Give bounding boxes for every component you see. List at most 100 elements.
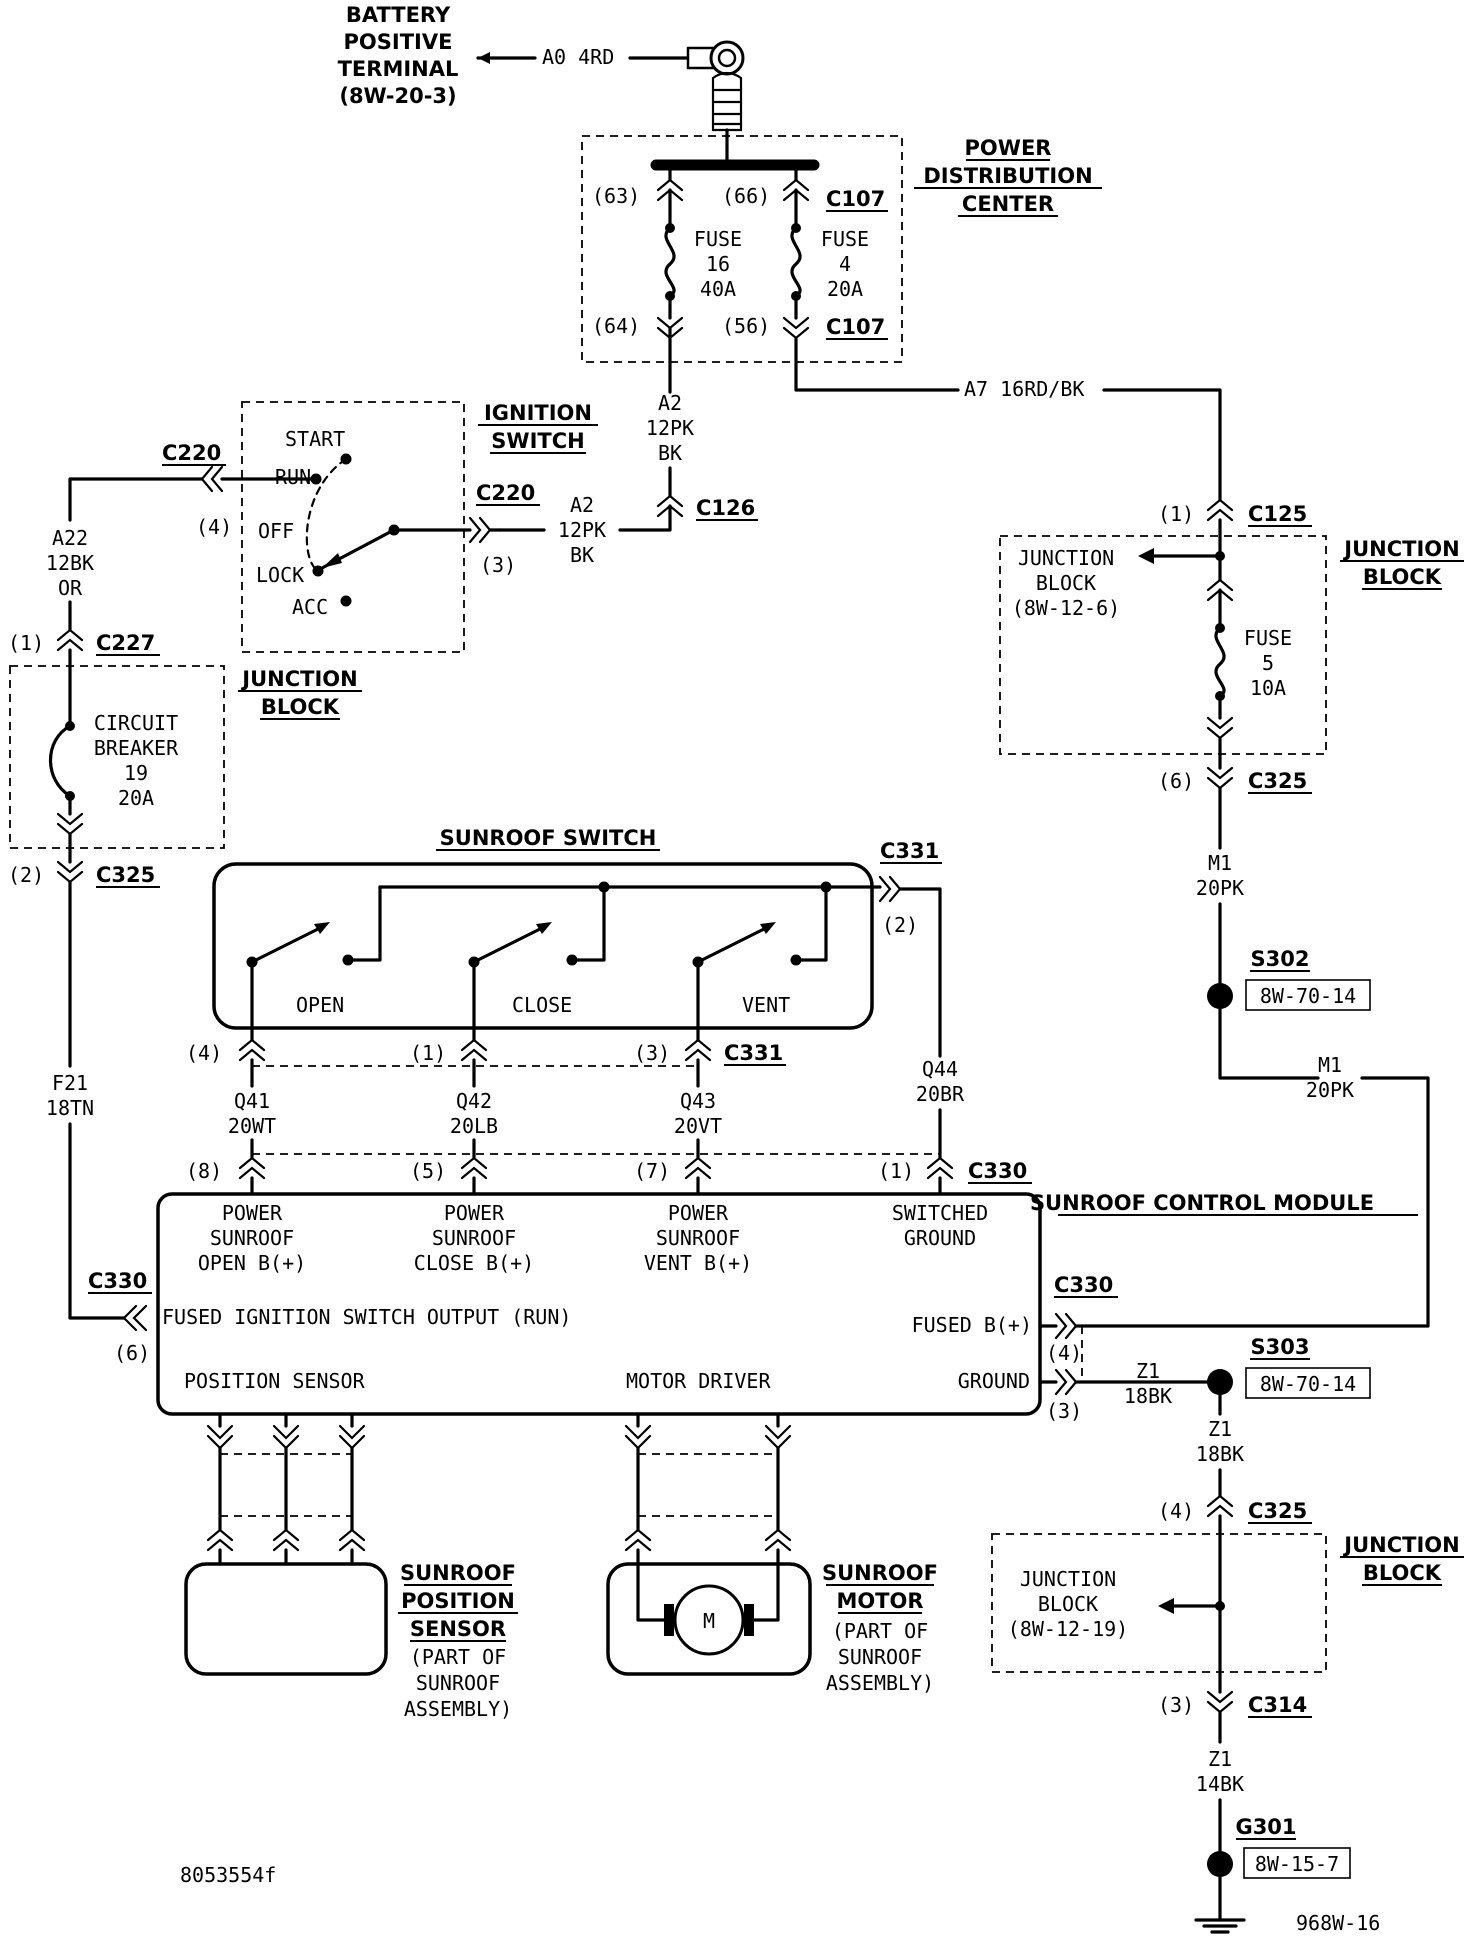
svg-text:Q43: Q43 <box>680 1089 716 1113</box>
switch-close-contact <box>468 922 552 1042</box>
ground-g301-dot <box>1207 1851 1233 1877</box>
sunroof-switch-title: SUNROOF SWITCH <box>436 826 660 851</box>
splice-s303: S303 8W-70-14 <box>1245 1335 1371 1399</box>
module-pin-vent-label: POWER SUNROOF VENT B(+) <box>644 1201 752 1275</box>
connector-c227: C227 <box>56 628 160 656</box>
svg-text:DISTRIBUTION: DISTRIBUTION <box>923 164 1092 188</box>
connector-c331-right: C331 <box>880 839 942 864</box>
connector-c314: C314 <box>1206 1690 1312 1718</box>
ignition-pos-acc: ACC <box>292 595 328 619</box>
jb-right-bottom-inner-label: JUNCTION BLOCK (8W-12-19) <box>1008 1567 1128 1641</box>
svg-text:Z1: Z1 <box>1208 1417 1232 1441</box>
wire-a7-label: A7 16RD/BK <box>964 377 1084 401</box>
wire-q41-label: Q41 20WT <box>228 1089 276 1138</box>
pin-64: (64) <box>592 314 640 338</box>
jb-right-top-inner-label: JUNCTION BLOCK (8W-12-6) <box>1012 546 1120 620</box>
svg-text:SUNROOF: SUNROOF <box>656 1226 740 1250</box>
svg-text:CIRCUIT: CIRCUIT <box>94 711 178 735</box>
pin-63: (63) <box>592 184 640 208</box>
svg-text:SWITCHED: SWITCHED <box>892 1201 988 1225</box>
c220-right-connector-icon <box>468 516 492 544</box>
svg-text:14BK: 14BK <box>1196 1772 1244 1796</box>
svg-text:(PART OF: (PART OF <box>410 1645 506 1669</box>
figure-id: 8053554f <box>180 1863 276 1887</box>
wire-a2-to-switch <box>618 504 672 532</box>
svg-text:A2: A2 <box>658 391 682 415</box>
splice-s302-dot <box>1207 983 1233 1009</box>
page-ref: 968W-16 <box>1296 1911 1380 1935</box>
svg-text:FUSE: FUSE <box>694 227 742 251</box>
c330-left-connector-icon <box>122 1304 148 1332</box>
svg-text:SUNROOF: SUNROOF <box>838 1645 922 1669</box>
svg-text:C107: C107 <box>826 315 885 339</box>
pin-3-c331: (3) <box>634 1041 670 1065</box>
module-pin-fused-b: FUSED B(+) <box>912 1313 1032 1337</box>
svg-text:G301: G301 <box>1235 1815 1296 1839</box>
fuse-4-label: FUSE 4 20A <box>821 227 869 301</box>
pin-1-c227: (1) <box>8 631 44 655</box>
motor-title: SUNROOF MOTOR <box>822 1561 938 1614</box>
svg-text:C330: C330 <box>968 1159 1027 1183</box>
fuse-16-label: FUSE 16 40A <box>694 227 742 301</box>
svg-text:C325: C325 <box>1248 1499 1307 1523</box>
connector-c325-right-bottom: C325 <box>1206 1494 1312 1524</box>
svg-text:MOTOR: MOTOR <box>836 1589 923 1613</box>
svg-text:FUSE: FUSE <box>821 227 869 251</box>
jb-right-bottom-title: JUNCTION BLOCK <box>1340 1533 1464 1586</box>
svg-text:S303: S303 <box>1251 1335 1310 1359</box>
fuse-16 <box>656 163 684 394</box>
pin-3-c330-right: (3) <box>1046 1399 1082 1423</box>
connector-c107-bottom: C107 <box>826 315 888 340</box>
svg-text:JUNCTION: JUNCTION <box>1018 546 1114 570</box>
svg-text:18BK: 18BK <box>1124 1384 1172 1408</box>
svg-text:Z1: Z1 <box>1136 1359 1160 1383</box>
svg-text:C314: C314 <box>1248 1693 1307 1717</box>
wire-m1-label-top: M1 20PK <box>1196 851 1244 900</box>
svg-text:BLOCK: BLOCK <box>1038 1592 1098 1616</box>
pin-5-c330: (5) <box>410 1159 446 1183</box>
connector-c330-left: C330 <box>88 1269 152 1294</box>
connector-c220-right: C220 <box>476 481 540 506</box>
circuit-breaker-label: CIRCUIT BREAKER 19 20A <box>94 711 179 810</box>
svg-text:JUNCTION: JUNCTION <box>1342 1533 1459 1557</box>
position-sensor-body <box>184 1562 388 1676</box>
pin-6-c325: (6) <box>1158 769 1194 793</box>
svg-text:M1: M1 <box>1318 1053 1342 1077</box>
svg-text:BK: BK <box>658 441 682 465</box>
svg-text:8W-70-14: 8W-70-14 <box>1260 1372 1356 1396</box>
module-pin-position-sensor: POSITION SENSOR <box>184 1369 366 1393</box>
svg-text:12BK: 12BK <box>46 551 94 575</box>
pin-1-c330: (1) <box>878 1159 914 1183</box>
svg-text:BK: BK <box>570 543 594 567</box>
svg-text:(8W-12-19): (8W-12-19) <box>1008 1617 1128 1641</box>
svg-text:C220: C220 <box>476 481 535 505</box>
svg-text:M: M <box>703 1609 715 1633</box>
connector-c330-right: C330 <box>1038 1273 1118 1396</box>
wire-a7-left <box>794 336 960 392</box>
svg-text:BREAKER: BREAKER <box>94 736 179 760</box>
motor-body <box>606 1562 812 1676</box>
svg-text:F21: F21 <box>52 1071 88 1095</box>
svg-text:A2: A2 <box>570 493 594 517</box>
switch-label-vent: VENT <box>742 993 790 1017</box>
pin-2-c331: (2) <box>882 913 918 937</box>
motor-icon: M <box>636 1548 780 1656</box>
pin-3-c314: (3) <box>1158 1693 1194 1717</box>
svg-text:(PART OF: (PART OF <box>832 1619 928 1643</box>
wire-a22-label: A22 12BK OR <box>46 526 94 600</box>
wire-q42-label: Q42 20LB <box>450 1089 498 1138</box>
motor-note: (PART OF SUNROOF ASSEMBLY) <box>826 1619 934 1695</box>
sunroof-switch-bus <box>342 881 882 966</box>
stud-icon <box>711 71 743 132</box>
pin-66: (66) <box>722 184 770 208</box>
jb-right-top-title: JUNCTION BLOCK <box>1340 537 1464 590</box>
wire-m1-to-module <box>1074 1076 1430 1328</box>
arrow-icon <box>478 52 490 64</box>
svg-text:GROUND: GROUND <box>904 1226 976 1250</box>
ignition-pos-lock: LOCK <box>256 563 304 587</box>
svg-text:FUSE: FUSE <box>1244 626 1292 650</box>
connector-c125: C125 <box>1206 498 1312 527</box>
module-pin-switched-ground-label: SWITCHED GROUND <box>892 1201 988 1250</box>
module-pin-open-label: POWER SUNROOF OPEN B(+) <box>198 1201 306 1275</box>
